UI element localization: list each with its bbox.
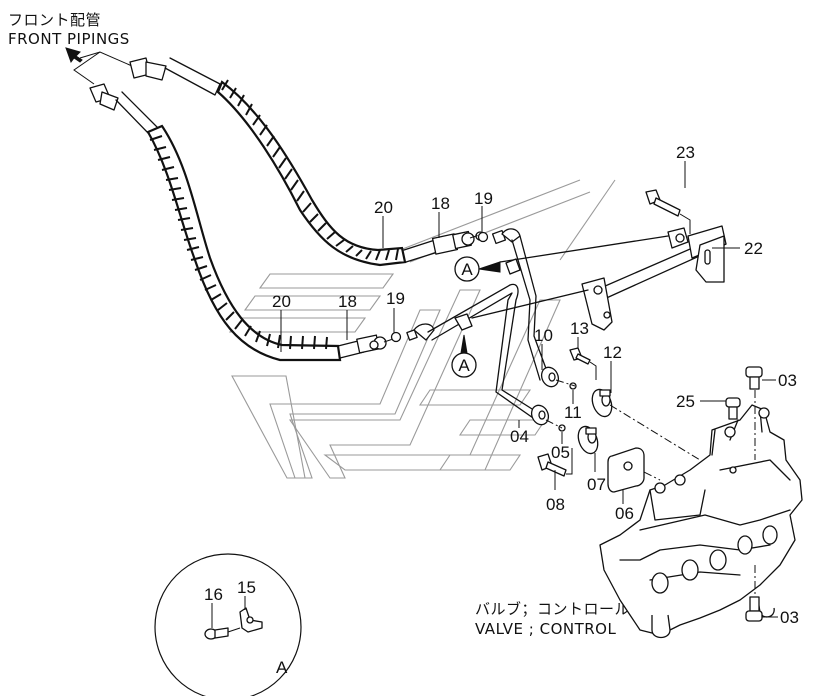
reference-marker-a-upper[interactable]: A bbox=[454, 256, 501, 282]
callout-20-upper: 20 bbox=[374, 198, 393, 217]
heading-japanese: フロント配管 bbox=[8, 11, 102, 29]
leader-lines bbox=[211, 161, 778, 628]
callout-18-lower: 18 bbox=[338, 292, 357, 311]
callout-25: 25 bbox=[676, 392, 695, 411]
callout-22: 22 bbox=[744, 239, 763, 258]
steel-pipes bbox=[406, 228, 560, 426]
bolt-23 bbox=[645, 189, 691, 234]
callout-18-upper: 18 bbox=[431, 194, 450, 213]
callout-05: 05 bbox=[551, 443, 570, 462]
front-pipings-arrow bbox=[65, 47, 133, 85]
bolt-08 bbox=[537, 448, 573, 477]
reference-marker-a-lower[interactable]: A bbox=[451, 334, 477, 378]
plug-25 bbox=[725, 397, 741, 420]
valve-caption-japanese: バルブ；コントロール bbox=[475, 600, 631, 618]
callout-08: 08 bbox=[546, 495, 565, 514]
callout-labels: 20 18 19 20 18 19 23 22 10 13 12 11 04 0… bbox=[204, 143, 799, 677]
hose-upper bbox=[129, 57, 485, 267]
dash-line bbox=[383, 337, 397, 343]
flange-plate-06 bbox=[607, 447, 645, 493]
heading-english: FRONT PIPINGS bbox=[8, 30, 130, 48]
detail-view-label: A bbox=[276, 658, 288, 677]
o-ring-11 bbox=[569, 382, 577, 390]
plug-03-bottom bbox=[745, 596, 763, 622]
plug-03-top bbox=[745, 366, 763, 390]
callout-23: 23 bbox=[676, 143, 695, 162]
detail-view-a bbox=[154, 553, 302, 696]
dash-line bbox=[545, 419, 563, 429]
valve-caption-english: VALVE ; CONTROL bbox=[475, 620, 617, 638]
dash-line bbox=[555, 379, 576, 387]
clip-lower bbox=[454, 313, 473, 331]
callout-10: 10 bbox=[534, 326, 553, 345]
callout-19-upper: 19 bbox=[474, 189, 493, 208]
dash-line bbox=[469, 233, 483, 239]
split-flange-07 bbox=[577, 425, 599, 455]
callout-20-lower: 20 bbox=[272, 292, 291, 311]
hose-lower bbox=[89, 83, 387, 362]
callout-07: 07 bbox=[587, 475, 606, 494]
callout-06: 06 bbox=[615, 504, 634, 523]
control-valve bbox=[599, 390, 803, 639]
o-ring-upper bbox=[477, 231, 489, 243]
marker-label: A bbox=[461, 260, 473, 279]
bolt-13 bbox=[569, 347, 597, 380]
callout-12: 12 bbox=[603, 343, 622, 362]
callout-13: 13 bbox=[570, 319, 589, 338]
callout-16: 16 bbox=[204, 585, 223, 604]
callout-03-top: 03 bbox=[778, 371, 797, 390]
marker-label: A bbox=[458, 356, 470, 375]
callout-19-lower: 19 bbox=[386, 289, 405, 308]
callout-03-bottom: 03 bbox=[780, 608, 799, 627]
callout-11: 11 bbox=[564, 403, 582, 422]
o-ring-lower bbox=[390, 331, 402, 343]
dash-line bbox=[609, 404, 701, 461]
callout-04: 04 bbox=[510, 427, 529, 446]
clip-upper bbox=[505, 258, 521, 275]
split-flange-12 bbox=[591, 388, 613, 418]
callout-15: 15 bbox=[237, 578, 256, 597]
bracket-22 bbox=[471, 225, 727, 331]
